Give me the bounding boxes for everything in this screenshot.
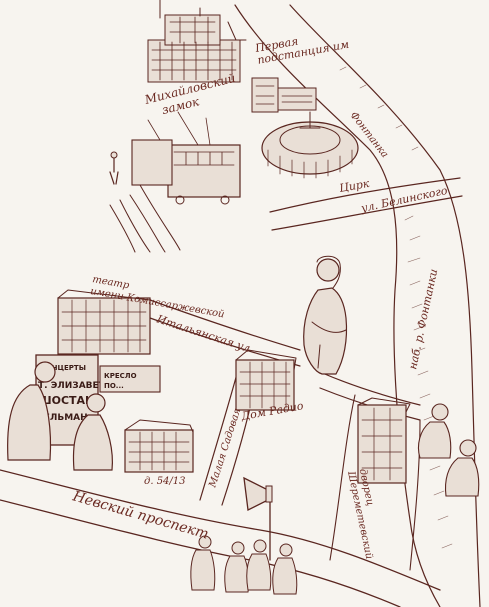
crowd: [190, 535, 298, 595]
belinsky-street-south: [271, 195, 463, 231]
poster-line-4: ГЕЛЬМАН: [38, 413, 88, 423]
house-54-13-building: [124, 419, 194, 473]
side-street-sheremetev-west: [329, 394, 356, 561]
label-belinsky-street: ул. Белинского: [359, 184, 449, 215]
circus-building: [261, 111, 359, 179]
tram-drawing: [109, 111, 241, 253]
komissarzhevskaya-theatre-building: [57, 289, 151, 355]
label-nevsky-prospekt: Невский проспект: [70, 488, 210, 542]
poster-line-1: КОНЦЕРТЫ: [40, 364, 86, 372]
substation-building: [251, 77, 317, 113]
malaya-sadovaya-west: [199, 369, 239, 501]
sheremetev-palace-building: [357, 397, 411, 484]
italyanskaya-street-north: [149, 299, 301, 351]
small-sign: КРЕСЛО ПО...: [99, 365, 161, 393]
small-sign-line-1: КРЕСЛО: [104, 372, 137, 380]
label-malaya-sadovaya: Малая Садовая: [207, 407, 243, 490]
belinsky-street-north: [269, 177, 461, 213]
fontanka-river-west-bank: [234, 4, 441, 607]
nevsky-prospekt-north: [0, 469, 441, 591]
readers-figures: [7, 361, 113, 471]
small-sign-line-2: ПО...: [104, 382, 124, 390]
label-first-substation: Первая подстанция им: [253, 26, 350, 67]
italyanskaya-street-east: [319, 371, 421, 406]
label-house-number: д. 54/13: [144, 476, 186, 487]
people-right-group: [417, 403, 480, 497]
mikhailovsky-castle-drawing: [147, 0, 247, 83]
woman-figure: [303, 255, 348, 375]
loudspeaker: [243, 476, 273, 561]
label-fontanka-embankment: наб. р. Фонтанки: [406, 268, 440, 371]
label-circus: Цирк: [338, 177, 371, 195]
radio-house-building: [235, 349, 297, 411]
poster-line-2: Т. ЭЛИЗАВЕТ: [38, 381, 106, 391]
